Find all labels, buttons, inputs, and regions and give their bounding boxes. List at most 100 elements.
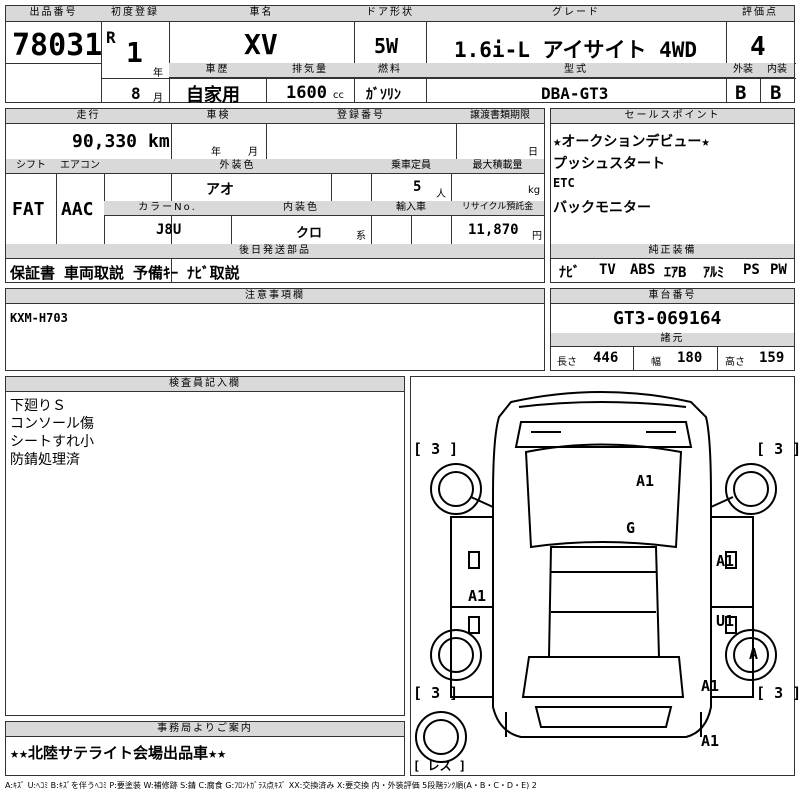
transfer-label: 譲渡書類期限 — [456, 109, 544, 124]
equip-item: ｴｱB — [664, 265, 687, 281]
damage-mark: A1 — [716, 552, 735, 570]
inspector-line: コンソール傷 — [10, 416, 94, 432]
reg-number-label: 登録番号 — [266, 109, 456, 124]
model-type: DBA-GT3 — [541, 84, 609, 103]
int-color-label: 内装色 — [231, 201, 371, 216]
capacity-label: 乗車定員 — [371, 159, 451, 174]
equipment-label: 純正装備 — [551, 244, 794, 259]
door-label: ドア形状 — [354, 6, 426, 22]
damage-mark: A1 — [701, 732, 720, 750]
score: 4 — [750, 32, 766, 62]
first-reg-label: 初度登録 — [101, 6, 169, 22]
legend: A:ｷｽﾞ U:ﾍｺﾐ B:ｷｽﾞを伴うﾍｺﾐ P:要塗装 W:補修跡 S:錆 … — [5, 781, 537, 790]
grade-label: グレード — [426, 6, 726, 22]
tire-fr: [ 3 ] — [756, 440, 800, 458]
int-label: 内装 — [760, 63, 794, 78]
grade: 1.6i-L アイサイト 4WD — [454, 38, 698, 62]
length: 446 — [593, 350, 619, 366]
capacity-unit: 人 — [436, 189, 446, 200]
later-parts: 保証書 車両取説 予備ｷｰ ﾅﾋﾞ取説 — [10, 264, 240, 282]
insp-year-unit: 年 — [211, 147, 221, 158]
colorno-label: カラーNo. — [104, 201, 231, 216]
inspector-line: 防錆処理済 — [10, 452, 80, 468]
inspector-line: シートすれ小 — [10, 434, 94, 450]
interior-color: クロ — [296, 226, 323, 241]
tire-rl: [ 3 ] — [413, 684, 459, 702]
month-unit: 月 — [153, 93, 163, 104]
ext-grade: B — [735, 82, 747, 104]
length-label: 長さ — [557, 357, 577, 368]
tire-fl: [ 3 ] — [413, 440, 459, 458]
exterior-color: アオ — [206, 182, 234, 198]
transfer-day-unit: 日 — [528, 147, 538, 158]
door-type: 5W — [374, 34, 399, 58]
import-label: 輸入車 — [371, 201, 451, 216]
height: 159 — [759, 350, 785, 366]
damage-mark: G — [626, 519, 636, 537]
color-label: 外装色 — [104, 159, 371, 174]
equip-item: ABS — [630, 262, 656, 278]
inspection-label: 車検 — [171, 109, 266, 124]
history-label: 車歴 — [169, 63, 266, 78]
history: 自家用 — [186, 85, 240, 106]
tire-rr: [ 3 ] — [756, 684, 800, 702]
lot-number: 78031 — [12, 28, 103, 63]
notes-text: KXM-H703 — [10, 311, 68, 325]
damage-mark: U1 — [716, 612, 735, 630]
chassis-label: 車台番号 — [551, 289, 794, 304]
ac-label: エアコン — [56, 159, 104, 174]
int-grade: B — [770, 82, 782, 104]
color-number: J8U — [156, 222, 182, 238]
damage-mark: A — [749, 645, 759, 663]
cc-unit: cc — [333, 90, 344, 101]
score-label: 評価点 — [726, 6, 794, 22]
year-unit: 年 — [153, 68, 163, 79]
mileage: 90,330 — [72, 131, 138, 152]
km-unit: km — [148, 131, 170, 152]
office-label: 事務局よりご案内 — [6, 722, 404, 737]
shift: FAT — [12, 199, 45, 220]
sales-item: ★オークションデビュー★ — [553, 134, 710, 150]
yen-unit: 円 — [532, 231, 542, 242]
equip-item: ｱﾙﾐ — [703, 265, 724, 281]
chassis-number: GT3-069164 — [613, 308, 722, 329]
model-name: XV — [244, 28, 278, 61]
insp-month-unit: 月 — [248, 147, 258, 158]
header-section: 出品番号 78031 初度登録 R 1 年 8 月 車名 XV ドア形状 5W … — [5, 5, 796, 106]
type-label: 型式 — [426, 63, 726, 78]
spare-tire: [ レス ] — [413, 759, 466, 773]
displacement-label: 排気量 — [266, 63, 354, 78]
model-label: 車名 — [169, 6, 354, 22]
fuel-label: 燃料 — [354, 63, 426, 78]
recycle-label: リサイクル預託金 — [451, 201, 544, 216]
capacity: 5 — [413, 179, 422, 195]
lot-label: 出品番号 — [6, 6, 101, 22]
detail-section: 走行 車検 登録番号 譲渡書類期限 90,330 km 年 月 日 シフト エア… — [5, 108, 545, 283]
inspector-section: 検査員記入欄 下廻りＳ コンソール傷 シートすれ小 防錆処理済 — [5, 376, 405, 716]
ac: AAC — [61, 199, 94, 220]
sales-label: セールスポイント — [551, 109, 794, 124]
equip-item: PW — [770, 262, 787, 278]
ext-label: 外装 — [726, 63, 760, 78]
load-unit: kg — [528, 185, 541, 196]
equip-item: PS — [743, 262, 760, 278]
load-label: 最大積載量 — [451, 159, 544, 174]
equip-item: ﾅﾋﾞ — [559, 265, 580, 281]
width: 180 — [677, 350, 703, 366]
damage-mark: A1 — [701, 677, 720, 695]
damage-mark: A1 — [636, 472, 655, 490]
displacement: 1600 — [286, 83, 327, 103]
sales-item: ETC — [553, 176, 575, 190]
sales-item: プッシュスタート — [553, 156, 665, 172]
damage-mark: A1 — [468, 587, 487, 605]
width-label: 幅 — [651, 357, 661, 368]
specs-label: 諸元 — [551, 333, 794, 347]
damage-diagram: [ 3 ] [ 3 ] [ 3 ] [ 3 ] [ レス ] A1 G A1 A… — [410, 376, 800, 776]
recycle-fee: 11,870 — [468, 222, 519, 238]
sales-points: セールスポイント ★オークションデビュー★ プッシュスタート ETC バックモニ… — [550, 108, 795, 283]
int-color-unit: 系 — [356, 231, 366, 242]
car-outline — [415, 391, 777, 763]
era: R — [106, 28, 116, 47]
height-label: 高さ — [725, 357, 745, 368]
notes-section: 注意事項欄 KXM-H703 — [5, 288, 545, 371]
